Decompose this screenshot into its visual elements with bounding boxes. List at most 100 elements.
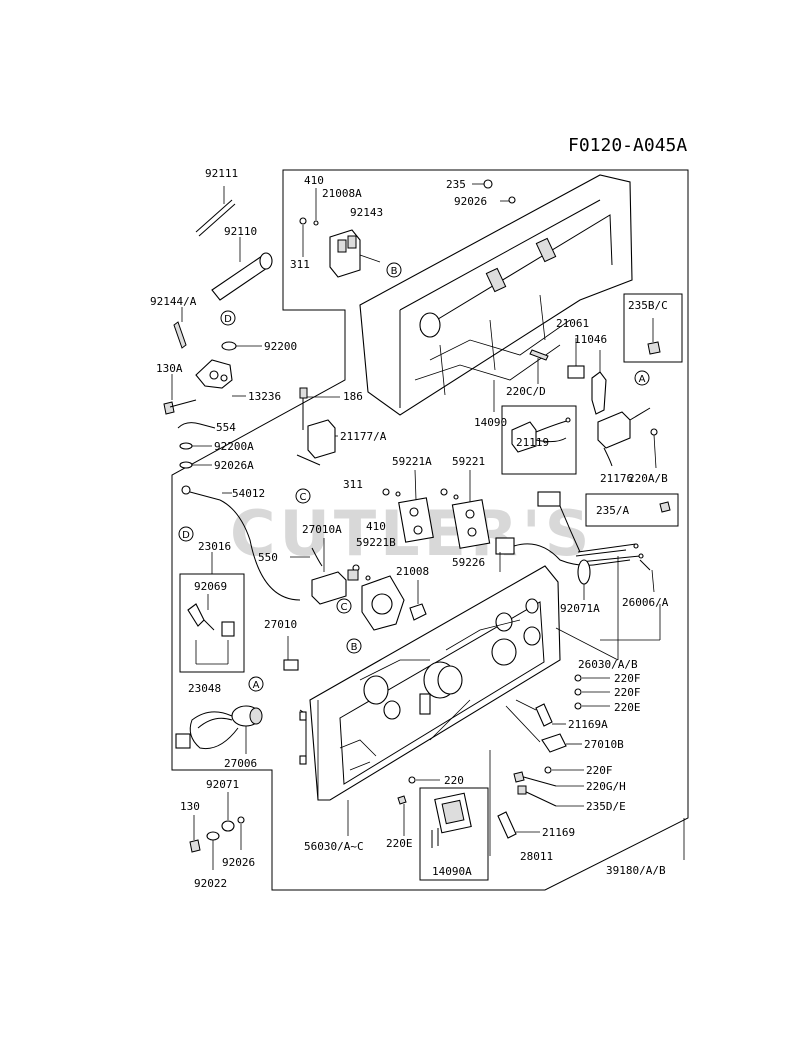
part-label: 26030/A/B (578, 658, 638, 671)
part-label: 311 (343, 478, 363, 491)
part-label: 92111 (205, 167, 238, 180)
part-label: 235/A (596, 504, 629, 517)
part-label: 130 (180, 800, 200, 813)
callout-c-1: C (300, 492, 307, 503)
part-59221a-receptacle (382, 469, 434, 543)
part-550-pin (290, 547, 323, 567)
part-26006-pin (639, 559, 655, 593)
part-label: 410 (304, 174, 324, 187)
part-label: 220E (386, 837, 413, 850)
part-label: 220G/H (586, 780, 626, 793)
part-label: 130A (156, 362, 183, 375)
part-label: 27010 (264, 618, 297, 631)
part-label: 410 (366, 520, 386, 533)
callout-b-1: B (391, 266, 398, 277)
part-label: 92200A (214, 440, 254, 453)
callout-a-2: A (253, 680, 260, 691)
part-label: 92143 (350, 206, 383, 219)
part-92110-shaft (211, 237, 273, 301)
box-14090a (419, 787, 489, 881)
part-label: 39180/A/B (606, 864, 666, 877)
part-label: 59221B (356, 536, 396, 549)
part-59221b-receptacle (352, 564, 405, 631)
part-label: 21169 (542, 826, 575, 839)
part-23048-connector (195, 621, 235, 665)
part-59226-harness (495, 491, 644, 572)
part-label: 21008A (322, 187, 362, 200)
part-27006-harness (175, 705, 263, 754)
part-label: 92069 (194, 580, 227, 593)
part-21008a-breaker (299, 188, 381, 278)
part-label: 21177/A (340, 430, 387, 443)
part-label: 92026A (214, 459, 254, 472)
part-label: 220F (614, 686, 641, 699)
part-label: 92022 (194, 877, 227, 890)
leader-lines (505, 556, 685, 860)
part-27010-switch (283, 636, 299, 671)
part-label: 26006/A (622, 596, 669, 609)
part-label: 21119 (516, 436, 549, 449)
part-27010b-switch (541, 733, 582, 753)
part-label: 59221A (392, 455, 432, 468)
part-label: 28011 (520, 850, 553, 863)
part-label: 59226 (452, 556, 485, 569)
part-27010a-relay (311, 538, 359, 605)
part-label: 186 (343, 390, 363, 403)
part-14090-control-box (359, 174, 633, 416)
callouts: D B C D A C B A (178, 262, 650, 692)
part-130-bolt (189, 815, 201, 853)
part-21169a-lamp (535, 703, 566, 727)
callout-b-2: B (351, 642, 358, 653)
part-label: 11046 (574, 333, 607, 346)
part-21119-harness (501, 405, 577, 475)
part-label: 27006 (224, 757, 257, 770)
callout-d-2: D (182, 530, 190, 541)
part-92200a-washer (179, 442, 212, 450)
part-21177-relay (296, 387, 340, 466)
part-label: 21169A (568, 718, 608, 731)
part-label: 220C/D (506, 385, 546, 398)
part-label: 21008 (396, 565, 429, 578)
part-220e-screw (397, 795, 407, 836)
part-label: 92071 (206, 778, 239, 791)
part-54012-cable (181, 485, 301, 601)
part-92144-bolt (173, 307, 187, 349)
part-220gh-bolt (513, 771, 584, 787)
part-92026a-washer (179, 461, 212, 469)
box-235a (585, 493, 679, 527)
part-554-pin (177, 422, 216, 429)
part-label: 92026 (222, 856, 255, 869)
part-92026-washer (237, 816, 245, 850)
part-14090a-meter (431, 792, 472, 848)
part-label: 54012 (232, 487, 265, 500)
part-21008-breaker (409, 580, 427, 621)
callout-d-1: D (224, 314, 232, 325)
part-label: 21061 (556, 317, 589, 330)
part-label: 550 (258, 551, 278, 564)
part-label: 92144/A (150, 295, 197, 308)
part-label: 311 (290, 258, 310, 271)
part-59221-receptacle (440, 470, 491, 549)
part-92069-sensor (187, 594, 215, 631)
part-130a-bolt (163, 374, 197, 415)
part-label: 21176 (600, 472, 633, 485)
part-13236-bracket (195, 359, 246, 397)
part-label: 13236 (248, 390, 281, 403)
part-92111-rod (195, 186, 236, 237)
callout-c-2: C (341, 602, 348, 613)
part-label: 14090 (474, 416, 507, 429)
part-92071a-grommet (577, 559, 591, 600)
part-label: 235B/C (628, 299, 668, 312)
part-label: 27010A (302, 523, 342, 536)
part-label: 23016 (198, 540, 231, 553)
diagram-code: F0120-A045A (568, 135, 687, 156)
part-92071-grommet (221, 792, 235, 832)
part-label: 59221 (452, 455, 485, 468)
part-235bc-screw (647, 318, 661, 355)
part-11046-bracket (591, 350, 607, 415)
part-21169-lamp (489, 750, 540, 856)
part-label: 220E (614, 701, 641, 714)
part-number-labels: 92111 92110 92144/A 92200 130A 13236 554… (150, 167, 669, 890)
part-label: 220A/B (628, 472, 668, 485)
